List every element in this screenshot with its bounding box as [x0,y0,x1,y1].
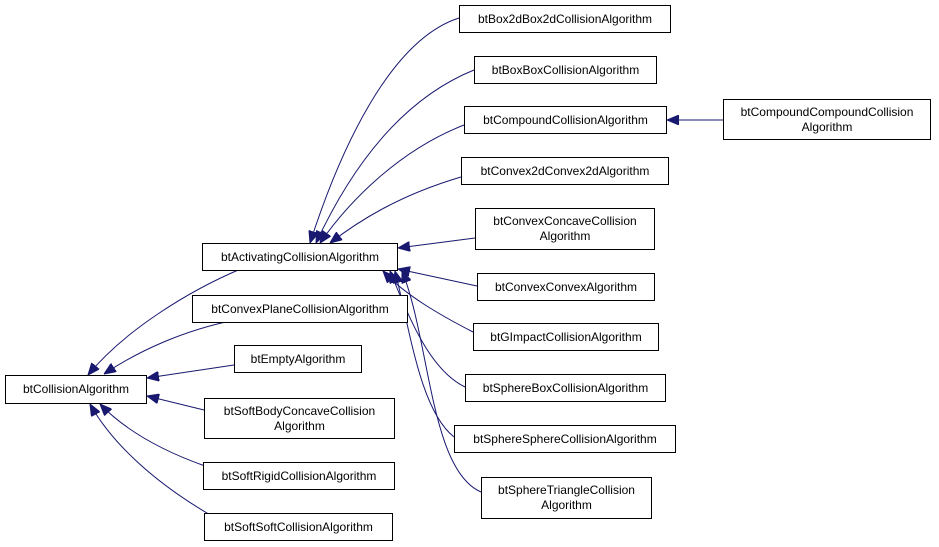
node-label: btConvexConvexAlgorithm [494,279,638,294]
node-label: btCompoundCollisionAlgorithm [483,112,648,127]
node-label-line1: btSoftBodyConcaveCollision [223,403,376,418]
edge-softsoft-to-collision [90,404,213,517]
node-btsphereboxcollisionalgorithm[interactable]: btSphereBoxCollisionAlgorithm [465,374,666,402]
node-btcollisionalgorithm[interactable]: btCollisionAlgorithm [5,375,147,404]
node-label: btSoftRigidCollisionAlgorithm [221,468,377,483]
node-btspheretrianglecollisionalgorithm[interactable]: btSphereTriangleCollision Algorithm [481,477,652,519]
node-btactivatingcollisionalgorithm[interactable]: btActivatingCollisionAlgorithm [202,243,398,271]
node-label-line1: btConvexConcaveCollision [493,214,637,228]
edge-boxbox-to-activating [316,69,475,243]
node-label: btConvex2dConvex2dAlgorithm [480,163,650,178]
node-label-line2: Algorithm [541,498,592,512]
node-btsoftbodyconcavecollisionalgorithm[interactable]: btSoftBodyConcaveCollision Algorithm [204,398,395,439]
node-btspherespherecollisionalgorithm[interactable]: btSphereSphereCollisionAlgorithm [454,425,676,453]
node-btconvexconcavecollisionalgorithm[interactable]: btConvexConcaveCollision Algorithm [475,208,655,250]
node-btsoftsoftcollisionalgorithm[interactable]: btSoftSoftCollisionAlgorithm [204,513,393,541]
edge-convexconcave-to-activating [398,237,476,248]
edge-compound-to-activating [320,124,465,243]
edge-softrigid-to-collision [100,404,206,467]
edge-softbodyconcave-to-collision [147,396,205,411]
edge-box2d-to-activating [310,17,460,243]
node-btcompoundcollisionalgorithm[interactable]: btCompoundCollisionAlgorithm [464,106,667,134]
node-btconvexplanecollisionalgorithm[interactable]: btConvexPlaneCollisionAlgorithm [192,295,408,323]
node-label-line1: btCompoundCompoundCollision [740,104,914,119]
node-btsoftrigidcollisionalgorithm[interactable]: btSoftRigidCollisionAlgorithm [203,462,395,490]
edge-convex2d-to-activating [330,176,462,243]
node-btemptyalgorithm[interactable]: btEmptyAlgorithm [234,345,362,373]
node-label: btBoxBoxCollisionAlgorithm [491,62,640,77]
edge-spheresphere-to-activating [395,271,455,438]
node-btcompoundcompoundcollisionalgorithm[interactable]: btCompoundCompoundCollision Algorithm [723,99,931,140]
node-label: btActivatingCollisionAlgorithm [220,249,380,264]
edge-empty-to-collision [147,364,235,378]
node-btgimpactcollisionalgorithm[interactable]: btGImpactCollisionAlgorithm [473,323,659,351]
node-label: btCollisionAlgorithm [22,382,130,396]
node-label-line1: btSphereTriangleCollision [498,483,635,497]
edge-spherebox-to-activating [390,271,466,388]
edge-activating-to-collision [88,267,244,375]
node-btbox2dbox2dcollisionalgorithm[interactable]: btBox2dBox2dCollisionAlgorithm [459,5,671,33]
node-label: btSphereSphereCollisionAlgorithm [473,431,657,446]
node-label-line2: Algorithm [274,418,325,433]
node-btconvex2dconvex2dalgorithm[interactable]: btConvex2dConvex2dAlgorithm [461,157,669,185]
node-label: btConvexPlaneCollisionAlgorithm [211,301,389,316]
node-btconvexconvexalgorithm[interactable]: btConvexConvexAlgorithm [477,273,655,301]
edge-convexconvex-to-activating [398,269,478,287]
node-btboxboxcollisionalgorithm[interactable]: btBoxBoxCollisionAlgorithm [474,56,657,84]
node-label: btSoftSoftCollisionAlgorithm [224,519,373,534]
node-label-line2: Algorithm [539,229,591,243]
edge-convexplane-to-collision [104,319,236,374]
node-label: btGImpactCollisionAlgorithm [490,329,642,344]
node-label-line2: Algorithm [801,119,853,134]
node-label: btSphereBoxCollisionAlgorithm [482,380,649,395]
node-label: btEmptyAlgorithm [250,351,346,366]
node-label: btBox2dBox2dCollisionAlgorithm [477,11,653,26]
edge-spheretriangle-to-activating [402,271,482,493]
